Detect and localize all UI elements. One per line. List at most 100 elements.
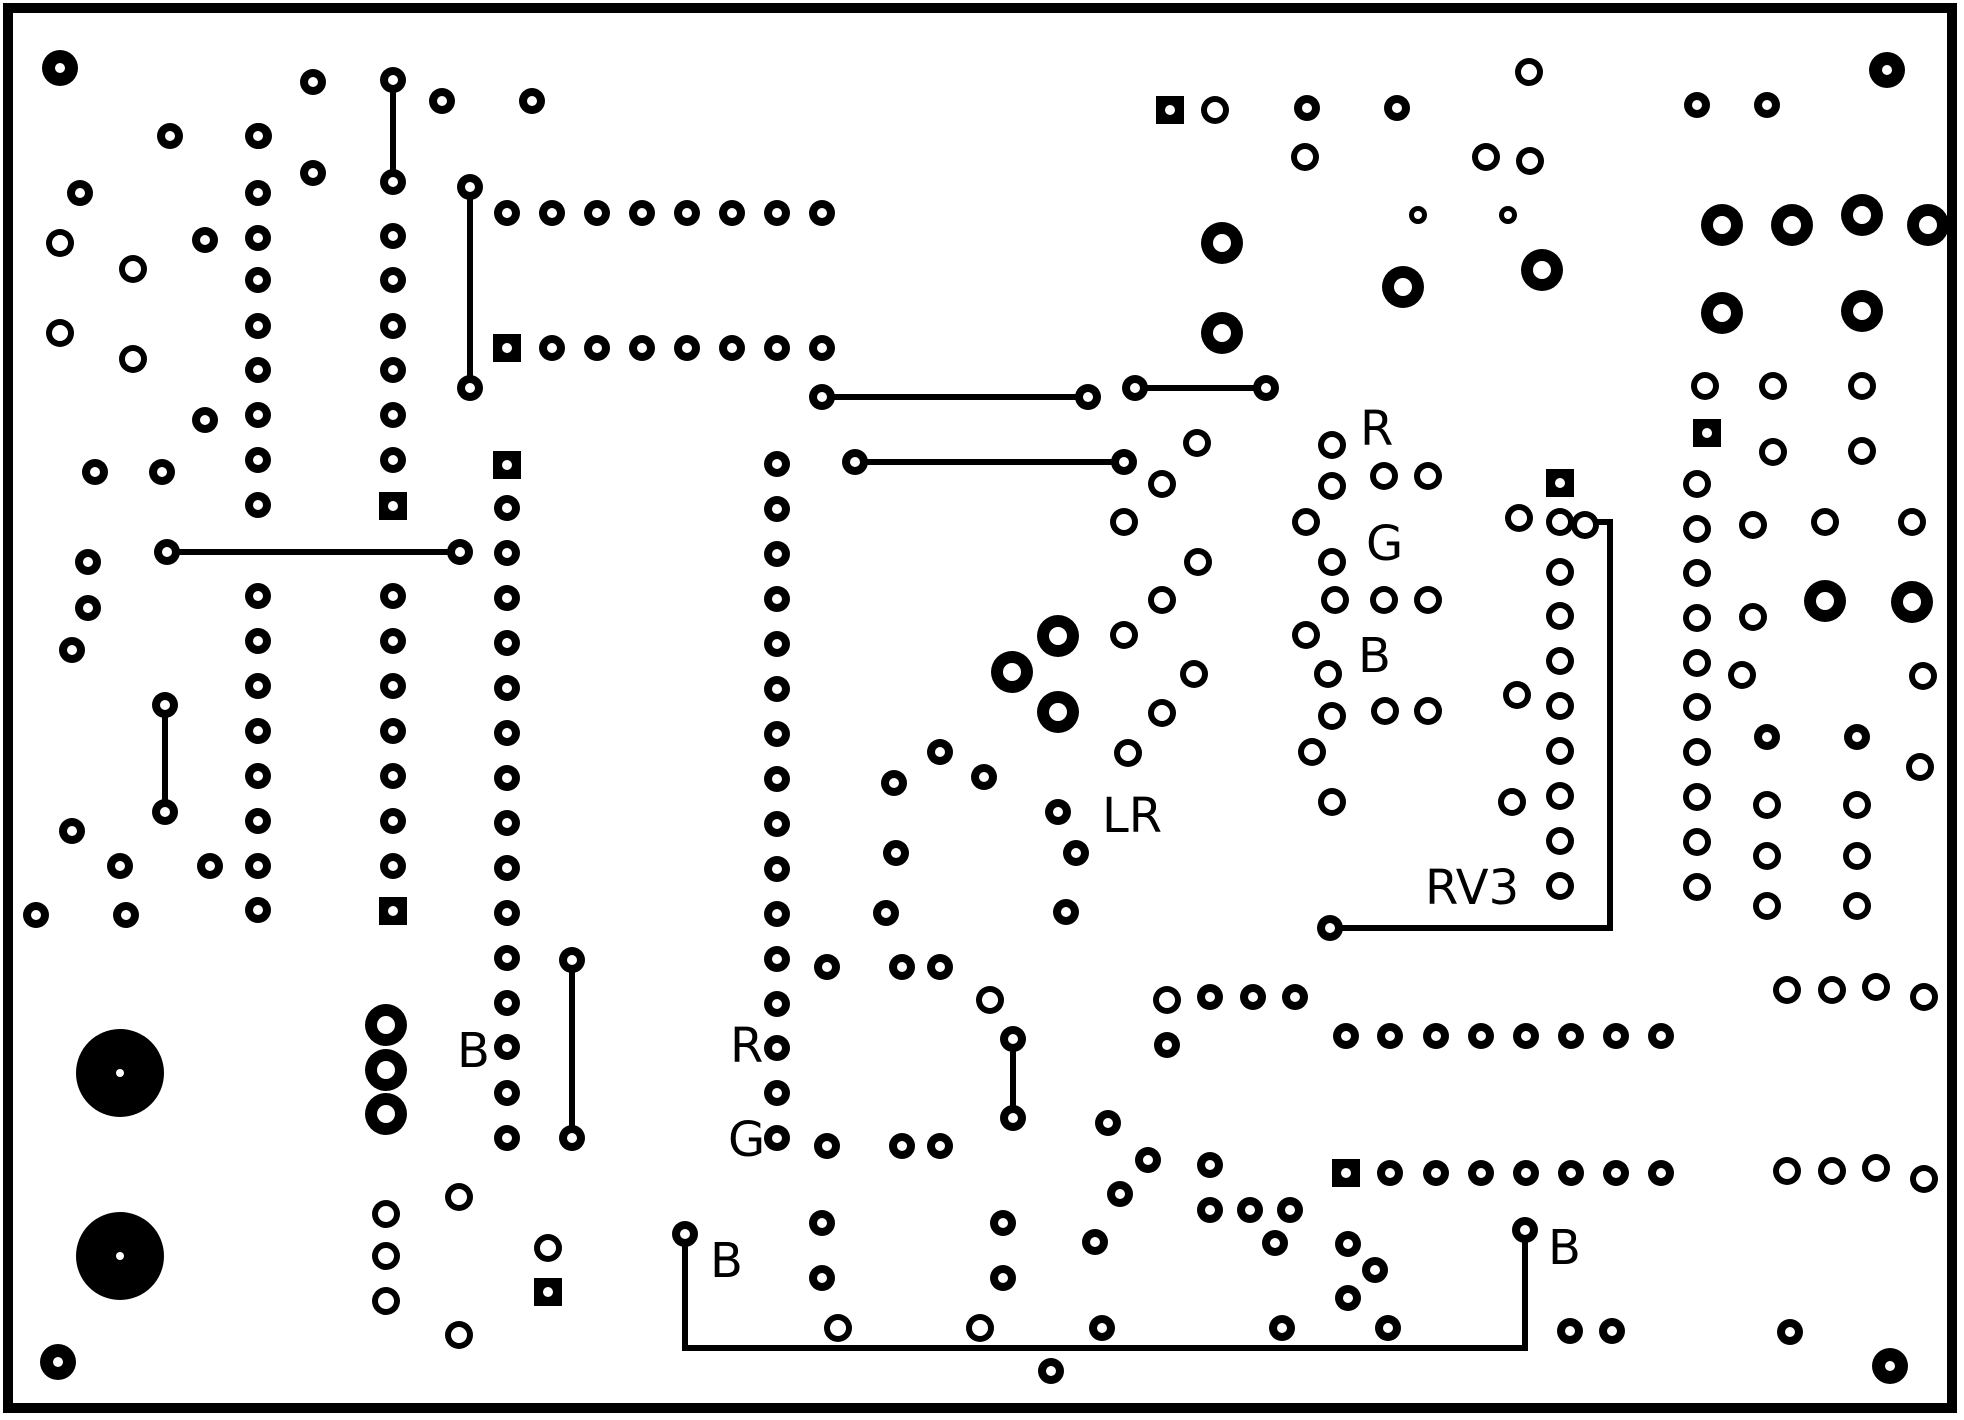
pad-hole <box>682 343 692 353</box>
pad-hole <box>1745 517 1761 533</box>
pad-hole <box>1341 1031 1351 1041</box>
pad-hole <box>1476 1168 1486 1178</box>
pad-hole <box>1008 1113 1018 1123</box>
pad-hole <box>1904 514 1920 530</box>
pad-hole <box>1061 907 1071 917</box>
pad-hole <box>1520 1225 1530 1235</box>
pad-hole <box>125 261 141 277</box>
pad-hole <box>1915 668 1931 684</box>
pad-hole <box>1689 744 1705 760</box>
pad-hole <box>160 700 170 710</box>
pad-hole <box>502 593 512 603</box>
label-b-bottom-right: B <box>1548 1220 1581 1276</box>
pad-hole <box>1159 992 1175 1008</box>
pad-hole <box>772 1043 782 1053</box>
pad-hole <box>1919 216 1937 234</box>
pad-hole <box>1882 65 1892 75</box>
pad-hole <box>1071 848 1081 858</box>
labels: R G B LR RV3 B R G B B <box>457 401 1581 1289</box>
pad-hole <box>1853 206 1871 224</box>
pad-hole <box>1324 794 1340 810</box>
pad-hole <box>1745 609 1761 625</box>
pad-hole <box>1285 1205 1295 1215</box>
pad-hole <box>160 807 170 817</box>
pad-hole <box>1689 521 1705 537</box>
pad-hole <box>1186 666 1202 682</box>
pad-hole <box>465 182 475 192</box>
pad-hole <box>1116 514 1132 530</box>
pad-hole <box>1343 1293 1353 1303</box>
pad-hole <box>1762 732 1772 742</box>
pad-hole <box>1376 468 1392 484</box>
pad-hole <box>1762 100 1772 110</box>
pad-hole <box>1049 627 1067 645</box>
pad-hole <box>157 467 167 477</box>
pad-hole <box>1298 514 1314 530</box>
board-outline <box>3 3 1957 1413</box>
pad-hole <box>1552 788 1568 804</box>
pad-hole <box>1392 103 1402 113</box>
pad-hole <box>772 909 782 919</box>
pad-hole <box>1248 992 1258 1002</box>
pad-hole <box>253 275 263 285</box>
pad-hole <box>1552 833 1568 849</box>
pad-hole <box>1302 103 1312 113</box>
pad-hole <box>67 826 77 836</box>
pad-hole <box>1431 1168 1441 1178</box>
pad-hole <box>308 77 318 87</box>
pad-hole <box>1370 1265 1380 1275</box>
pad-hole <box>253 591 263 601</box>
pad-hole <box>502 728 512 738</box>
label-g-top: G <box>1366 516 1403 572</box>
label-b-left: B <box>457 1023 490 1079</box>
pad-hole <box>388 816 398 826</box>
pad-hole <box>682 208 692 218</box>
label-b-top: B <box>1358 628 1391 684</box>
pad-hole <box>1577 517 1593 533</box>
pad-hole <box>253 455 263 465</box>
pad-hole <box>502 503 512 513</box>
pad-hole <box>1868 979 1884 995</box>
pad-hole <box>502 548 512 558</box>
pad-hole <box>680 1229 690 1239</box>
pad-hole <box>502 460 512 470</box>
pad-hole <box>377 1061 395 1079</box>
pad-hole <box>817 343 827 353</box>
pad-hole <box>1213 324 1231 342</box>
pad-hole <box>1190 554 1206 570</box>
label-rv3: RV3 <box>1425 860 1519 916</box>
pad-hole <box>1213 234 1231 252</box>
pad-hole <box>1130 383 1140 393</box>
pad-hole <box>1420 592 1436 608</box>
pad-hole <box>1394 278 1412 296</box>
pad-hole <box>502 863 512 873</box>
pad-hole <box>1759 848 1775 864</box>
pad-hole <box>547 343 557 353</box>
pad-hole <box>253 410 263 420</box>
pad-hole <box>889 778 899 788</box>
pad-hole <box>891 848 901 858</box>
pad-hole <box>1049 703 1067 721</box>
pad-hole <box>1552 514 1568 530</box>
pad-hole <box>822 1141 832 1151</box>
pad-hole <box>1689 565 1705 581</box>
pad-hole <box>1868 1160 1884 1176</box>
pad-hole <box>437 96 447 106</box>
pad-hole <box>388 906 398 916</box>
pad-hole <box>253 321 263 331</box>
pad-hole <box>465 383 475 393</box>
pad-hole <box>998 1218 1008 1228</box>
pad-hole <box>1383 1323 1393 1333</box>
pad-hole <box>253 131 263 141</box>
pad-hole <box>1420 703 1436 719</box>
pad-hole <box>378 1293 394 1309</box>
pad-hole <box>451 1189 467 1205</box>
pad-hole <box>388 275 398 285</box>
pad-hole <box>388 177 398 187</box>
pad-hole <box>982 992 998 1008</box>
pad-hole <box>592 343 602 353</box>
pad-hole <box>972 1320 988 1336</box>
pad-hole <box>1324 478 1340 494</box>
pad-hole <box>253 500 263 510</box>
label-g-mid: G <box>728 1112 765 1168</box>
